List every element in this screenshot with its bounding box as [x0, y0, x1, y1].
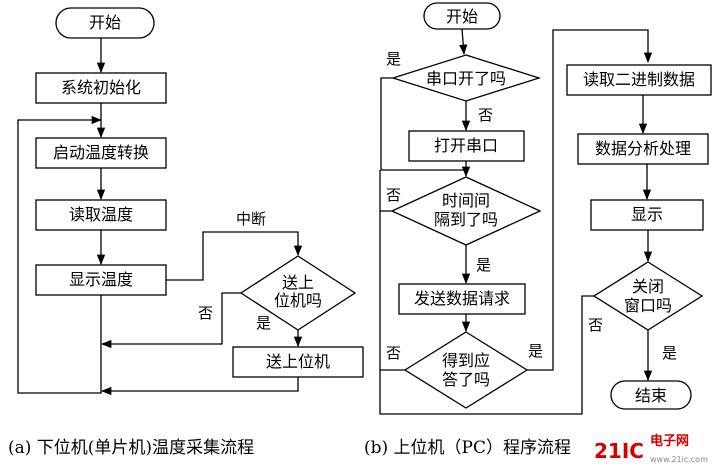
- right-interval-decision-line1: 时间间: [442, 191, 490, 210]
- right-end-label: 结束: [635, 386, 667, 405]
- right-answer-decision-line1: 得到应: [442, 351, 490, 370]
- right-open-port-label: 打开串口: [434, 136, 498, 155]
- right-no1-label: 否: [478, 106, 493, 124]
- right-analyze-label: 数据分析处理: [595, 139, 691, 158]
- left-edge-loop-back: [17, 115, 103, 394]
- right-read-binary-node: [566, 64, 712, 96]
- right-edge-port-yes: [380, 77, 466, 171]
- watermark-name-text: 电子网: [650, 433, 689, 449]
- left-start-temp-label: 启动温度转换: [53, 143, 149, 162]
- watermark-url-text: www.21ic.com: [650, 455, 708, 464]
- right-caption: (b) 上位机（PC）程序流程: [364, 438, 571, 458]
- left-send-decision-line1: 送上: [282, 273, 314, 292]
- right-port-decision-label: 串口开了吗: [426, 69, 506, 88]
- right-close-decision-line2: 窗口吗: [624, 296, 672, 315]
- left-edge-interrupt: [166, 231, 303, 281]
- right-no2-label: 否: [386, 186, 401, 204]
- right-display-label: 显示: [631, 205, 663, 224]
- right-flowchart: 开始 串口开了吗 打开串口 时间间 隔到了吗 发送数据请求 得到应 答了吗 否 …: [364, 2, 712, 458]
- left-start-node: [55, 7, 155, 39]
- watermark-logo: 21IC 电子网 www.21ic.com: [594, 433, 708, 464]
- left-init-node: [35, 72, 167, 104]
- right-open-port-node: [408, 130, 525, 162]
- right-read-binary-label: 读取二进制数据: [583, 70, 695, 89]
- left-send-decision-line2: 位机吗: [274, 291, 322, 310]
- right-no3-label: 否: [386, 344, 401, 362]
- left-send-label: 送上位机: [266, 352, 330, 371]
- right-close-decision-line1: 关闭: [632, 277, 664, 296]
- left-flowchart: 开始 系统初始化 启动温度转换 读取温度 显示温度 送上 位机吗 送上位机 中断…: [8, 7, 364, 458]
- right-interval-decision-line2: 隔到了吗: [434, 210, 498, 229]
- right-yes2-label: 是: [476, 256, 491, 274]
- left-read-temp-label: 读取温度: [69, 205, 133, 224]
- right-yes3-label: 是: [528, 342, 543, 360]
- right-start-label: 开始: [446, 7, 478, 26]
- left-caption: (a) 下位机(单片机)温度采集流程: [8, 438, 254, 458]
- right-edge-start-port: [459, 28, 468, 56]
- left-init-label: 系统初始化: [61, 78, 141, 97]
- right-yes4-label: 是: [662, 344, 677, 362]
- right-edge-close-no: [379, 295, 594, 415]
- right-edge-answer-yes: [527, 29, 653, 371]
- watermark-logo-text: 21IC: [594, 439, 644, 463]
- right-yes1-label: 是: [386, 50, 401, 68]
- right-answer-decision-line2: 答了吗: [442, 370, 490, 389]
- left-read-temp-node: [35, 199, 167, 231]
- left-no-label: 否: [198, 304, 213, 322]
- right-send-request-node: [398, 283, 526, 315]
- left-edge-decision-no: [100, 292, 241, 349]
- left-start-label: 开始: [89, 13, 121, 32]
- left-send-node: [232, 346, 364, 378]
- left-show-temp-label: 显示温度: [69, 270, 133, 289]
- left-yes-label: 是: [256, 314, 271, 332]
- left-interrupt-label: 中断: [236, 210, 266, 228]
- right-no4-label: 否: [588, 316, 603, 334]
- left-edge-send-return: [100, 377, 299, 396]
- right-send-request-label: 发送数据请求: [414, 289, 510, 308]
- right-answer-decision-node: [403, 331, 529, 409]
